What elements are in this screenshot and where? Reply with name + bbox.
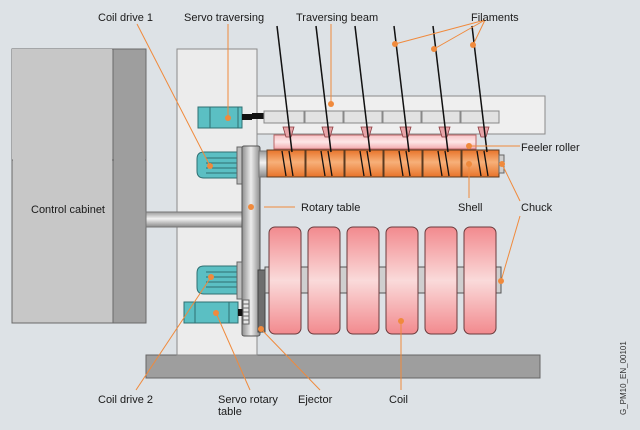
label-servo-traversing: Servo traversing (184, 12, 264, 24)
servo-rotary-table-motor (183, 299, 250, 325)
coil-drive-1-motor (196, 146, 243, 185)
label-rotary-table: Rotary table (301, 202, 360, 214)
label-servo-rotary-table-line2: table (218, 406, 242, 418)
feeler-roller (273, 134, 477, 150)
shell (258, 149, 500, 178)
control-cabinet (11, 48, 147, 324)
rotary-table (241, 145, 261, 337)
main-shaft (145, 211, 243, 228)
coils (264, 226, 502, 335)
label-coil-drive-2: Coil drive 2 (98, 394, 153, 406)
label-chuck: Chuck (521, 202, 553, 214)
label-ejector: Ejector (298, 394, 333, 406)
figure-id: G_PM10_EN_00101 (619, 341, 628, 415)
label-filaments: Filaments (471, 12, 519, 24)
label-feeler-roller: Feeler roller (521, 142, 580, 154)
servo-traversing-motor (197, 106, 252, 129)
traversing-beam (252, 110, 500, 124)
label-shell: Shell (458, 202, 482, 214)
label-servo-rotary-table-line1: Servo rotary (218, 394, 278, 406)
thread-guides (282, 126, 490, 138)
coil-drive-2-motor (196, 261, 243, 300)
label-coil: Coil (389, 394, 408, 406)
leader-lines (135, 19, 521, 391)
base-plate (145, 354, 541, 379)
ejector (257, 269, 266, 333)
label-traversing-beam: Traversing beam (296, 12, 378, 24)
label-coil-drive-1: Coil drive 1 (98, 12, 153, 24)
label-control-cabinet: Control cabinet (31, 204, 105, 216)
leader-dots (207, 41, 505, 332)
